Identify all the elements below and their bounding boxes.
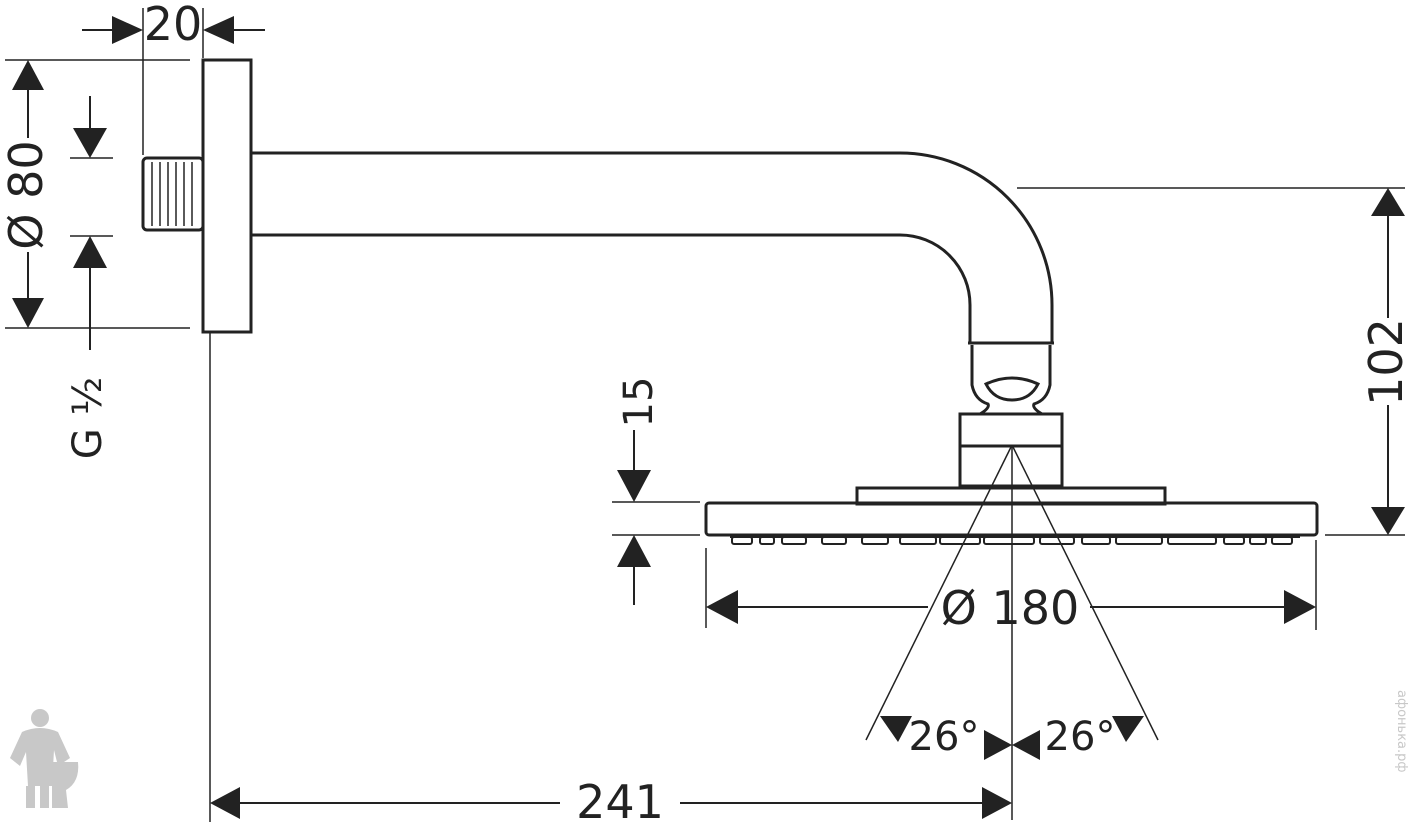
spray-angle-right-label: 26°: [1045, 714, 1116, 760]
dimension-flange-depth: 20: [82, 0, 265, 155]
arm-drop-label: 102: [1359, 318, 1408, 406]
head-diameter-label: Ø 180: [941, 581, 1080, 635]
dimension-spray-angle: 26° 26°: [865, 444, 1159, 820]
plumber-mascot-icon: [10, 709, 79, 808]
dimension-head-diameter: Ø 180: [705, 540, 1317, 635]
ball-joint: [958, 345, 1064, 488]
flange-depth-label: 20: [144, 0, 203, 51]
dimension-head-thickness: 15: [612, 377, 700, 605]
shower-arm: [251, 151, 1054, 345]
spray-angle-left-label: 26°: [909, 714, 980, 760]
thread-label: G ½: [65, 377, 111, 459]
spray-nozzles: [730, 536, 1300, 545]
shower-head: [704, 486, 1319, 545]
watermark-text: афонька.рф: [1394, 690, 1408, 773]
projection-label: 241: [576, 775, 664, 824]
dimension-projection: 241: [209, 332, 1012, 824]
flange-diameter-label: Ø 80: [0, 140, 53, 249]
dimension-thread: G ½: [65, 96, 113, 459]
dimension-arm-drop: 102: [1017, 187, 1408, 536]
thread-connector: [141, 156, 205, 232]
wall-flange: [201, 58, 253, 334]
dimension-flange-diameter: Ø 80: [0, 59, 190, 329]
head-thickness-label: 15: [616, 377, 662, 428]
